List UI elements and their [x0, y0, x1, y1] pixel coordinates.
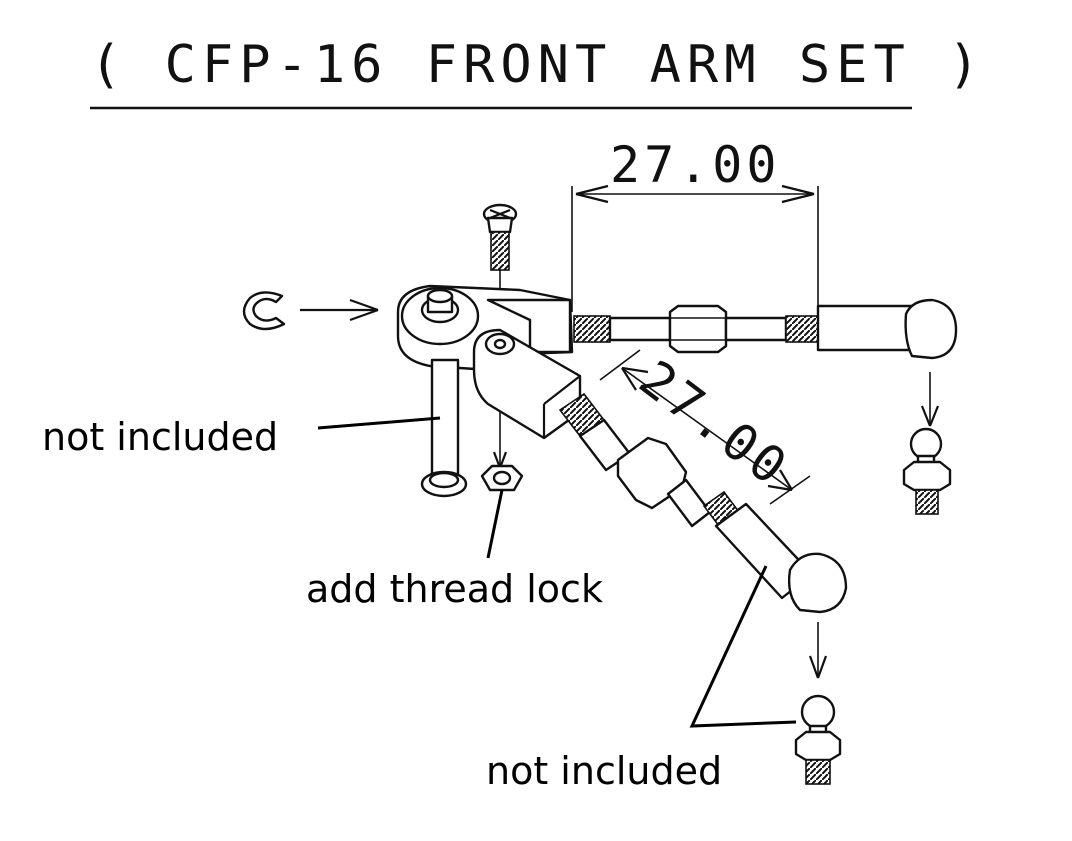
label-thread-lock: add thread lock: [306, 567, 603, 611]
diagram-title: ( CFP-16 FRONT ARM SET ): [90, 35, 985, 95]
post-part-left: [420, 358, 468, 498]
horizontal-dimension: 27.00: [571, 136, 819, 312]
leader-not-included-bottom: [689, 565, 797, 728]
horizontal-dimension-value: 27.00: [610, 136, 781, 194]
horizontal-turnbuckle: [573, 298, 958, 427]
screw-part: [482, 203, 518, 469]
leader-thread-lock: [486, 489, 504, 559]
e-clip-part: [242, 291, 379, 331]
diagonal-turnbuckle: [558, 392, 848, 679]
label-not-included-left: not included: [42, 415, 278, 459]
ball-stud-bottom: [794, 694, 842, 785]
ball-stud-right: [902, 427, 952, 515]
leader-not-included-left: [317, 416, 441, 430]
label-not-included-bottom: not included: [486, 749, 722, 793]
steering-arm-body: [396, 284, 582, 440]
nut-part: [480, 464, 524, 492]
